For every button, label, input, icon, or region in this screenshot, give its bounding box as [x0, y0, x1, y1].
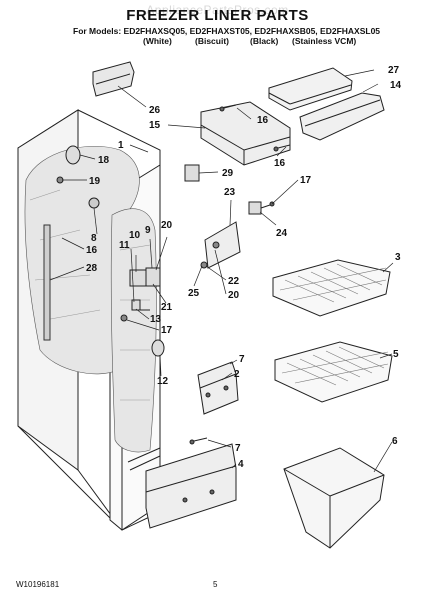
document-number: W10196181 — [16, 580, 60, 589]
callout-4: 4 — [238, 459, 244, 470]
callout-26: 26 — [149, 105, 161, 116]
callout-7: 7 — [235, 443, 241, 454]
callout-10: 10 — [129, 230, 141, 241]
top-parts-drawing — [92, 61, 385, 166]
color-black: (Black) — [250, 36, 279, 46]
callout-17: 17 — [161, 325, 173, 336]
callout-7: 7 — [239, 354, 245, 365]
callout-16: 16 — [86, 245, 98, 256]
callout-20: 20 — [161, 220, 173, 231]
models-line: For Models: ED2FHAXSQ05, ED2FHAXST05, ED… — [73, 26, 381, 36]
callout-14: 14 — [390, 80, 402, 91]
callout-11: 11 — [119, 240, 130, 251]
callout-16: 16 — [274, 158, 286, 169]
callout-24: 24 — [276, 228, 288, 239]
callout-13: 13 — [150, 314, 162, 325]
callout-5: 5 — [393, 349, 399, 360]
page-number: 5 — [213, 580, 218, 589]
callout-29: 29 — [222, 168, 234, 179]
freezer-liner-drawing — [17, 109, 165, 531]
color-biscuit: (Biscuit) — [195, 36, 229, 46]
leader-lines — [49, 69, 394, 473]
control-parts-drawing — [134, 164, 275, 311]
callout-16: 16 — [257, 115, 269, 126]
callout-19: 19 — [89, 176, 101, 187]
color-white: (White) — [143, 36, 172, 46]
color-stainless: (Stainless VCM) — [292, 36, 357, 46]
callout-27: 27 — [388, 65, 400, 76]
callout-6: 6 — [392, 436, 398, 447]
callout-8: 8 — [91, 233, 97, 244]
callout-3: 3 — [395, 252, 401, 263]
callout-17: 17 — [300, 175, 312, 186]
callout-12: 12 — [157, 376, 169, 387]
callout-28: 28 — [86, 263, 98, 274]
callout-20: 20 — [228, 290, 240, 301]
page-title: FREEZER LINER PARTS — [126, 7, 309, 24]
callout-2: 2 — [234, 369, 240, 380]
callout-18: 18 — [98, 155, 110, 166]
callout-1: 1 — [118, 140, 124, 151]
watermark: AppliancePartsPros.com — [146, 3, 289, 17]
callout-25: 25 — [188, 288, 200, 299]
callout-15: 15 — [149, 120, 161, 131]
callout-9: 9 — [145, 225, 151, 236]
callout-22: 22 — [228, 276, 240, 287]
part-callouts: 27 14 26 15 16 1 18 19 8 16 28 16 17 29 … — [86, 65, 402, 470]
callout-21: 21 — [161, 302, 173, 313]
callout-23: 23 — [224, 187, 236, 198]
shelves-and-bin-drawing — [145, 259, 393, 549]
